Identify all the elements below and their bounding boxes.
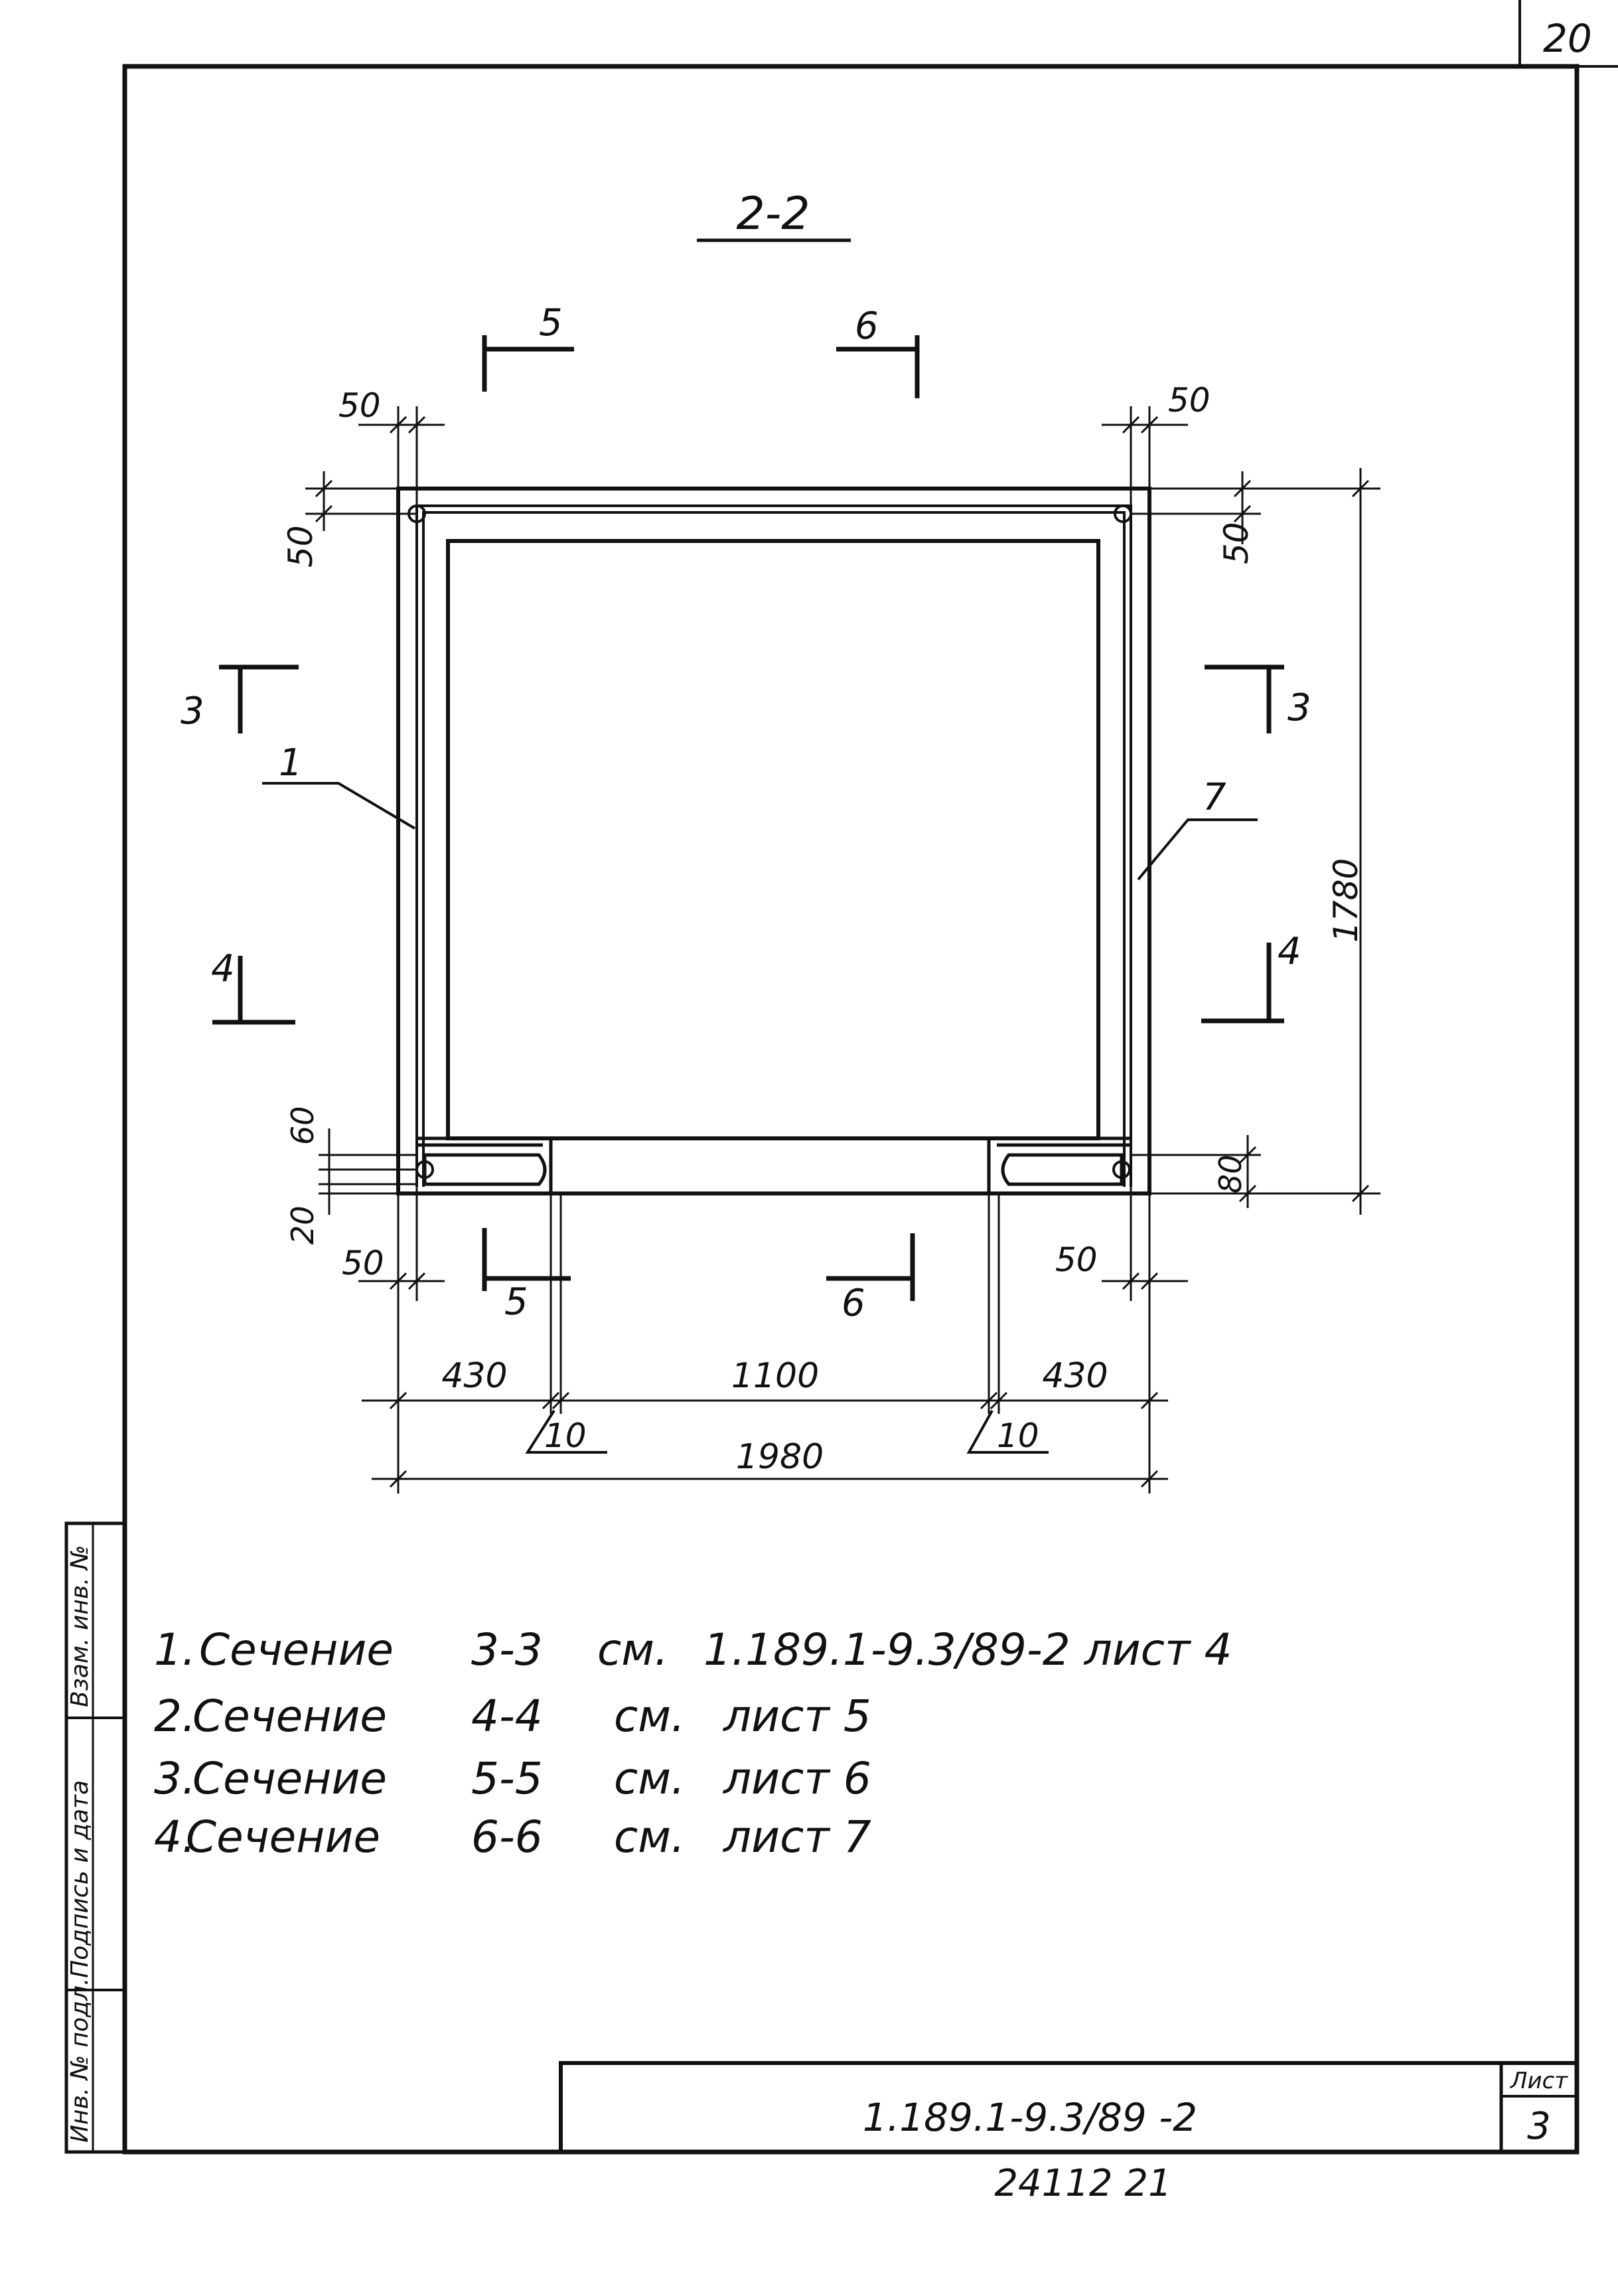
leader-1-label: 1: [279, 741, 303, 785]
cut-mark-6-bottom-label: 6: [842, 1282, 865, 1325]
cut-mark-6-bottom: [826, 1233, 915, 1301]
dim-left-50: 50: [281, 525, 320, 568]
note-4-word: Сечение: [186, 1811, 380, 1863]
notes-list: 1. Сечение 3-3 см. 1.189.1-9.3/89-2 лист…: [154, 1624, 1232, 1863]
note-4-number: 4.: [154, 1811, 196, 1863]
section-title: 2-2: [736, 188, 810, 240]
dim-bottom-right-50-lines: [1102, 1187, 1188, 1301]
dim-right-80-lines: [1131, 1135, 1261, 1208]
bottom-code: 24112 21: [994, 2162, 1171, 2205]
note-4-see: см.: [614, 1811, 685, 1863]
cut-mark-3-right-label: 3: [1287, 686, 1311, 729]
cut-mark-5-bottom-label: 5: [504, 1280, 528, 1324]
dim-width-lines: [372, 1470, 1168, 1488]
dim-right-50: 50: [1217, 522, 1256, 564]
reinforcement-cage: [415, 504, 1132, 1187]
bottom-sill-left: [417, 1136, 553, 1193]
dim-gap-left: 10: [544, 1416, 587, 1455]
dim-right-80: 80: [1213, 1154, 1248, 1193]
dim-top-left-50-lines: [358, 406, 445, 506]
note-1-section: 3-3: [471, 1624, 543, 1675]
cut-mark-4-right: [1201, 943, 1284, 1024]
note-4-ref: лист 7: [722, 1811, 871, 1863]
dim-gap-left-leader: [525, 1409, 607, 1454]
cut-mark-5-top-label: 5: [539, 301, 563, 344]
cut-mark-3-right: [1205, 664, 1284, 733]
section-view: 2-2 5 6 5 6 3 3 4 4: [181, 188, 1380, 1493]
note-3-number: 3.: [154, 1753, 196, 1804]
dim-bottom-right-50: 50: [1055, 1241, 1098, 1279]
sheet-label: Лист: [1509, 2068, 1568, 2094]
note-2: 2. Сечение 4-4 см. лист 5: [154, 1691, 871, 1742]
note-3-section: 5-5: [471, 1753, 543, 1804]
note-2-word: Сечение: [192, 1691, 387, 1742]
leader-7: [1137, 818, 1258, 881]
cut-mark-4-left-label: 4: [211, 947, 235, 990]
note-3-word: Сечение: [192, 1753, 387, 1804]
cut-mark-6-top: [836, 335, 920, 398]
side-stamp-box: [64, 1521, 127, 2154]
dim-overall-height: 1780: [1327, 858, 1365, 943]
dim-seg-right: 430: [1042, 1356, 1108, 1396]
dim-gap-right-leader: [966, 1410, 1049, 1454]
dim-gap-right: 10: [997, 1416, 1039, 1455]
title-block-box: [559, 2061, 1579, 2154]
cut-mark-4-right-label: 4: [1278, 930, 1301, 973]
note-1-number: 1.: [154, 1624, 196, 1675]
dim-left-60-20-lines: [319, 1128, 417, 1215]
sheet-designation: 1.189.1-9.3/89 -2: [863, 2095, 1197, 2140]
sheet-corner-number: 20: [1543, 16, 1592, 61]
note-1-word: Сечение: [199, 1624, 394, 1675]
leader-1: [262, 782, 416, 830]
dim-left-60: 60: [285, 1106, 321, 1145]
dim-left-20: 20: [285, 1205, 321, 1245]
cut-mark-4-left: [212, 956, 295, 1025]
note-2-ref: лист 5: [722, 1691, 871, 1742]
cut-mark-5-top: [482, 335, 574, 392]
dim-top-right-50: 50: [1168, 381, 1211, 420]
side-stamp-replaced-inv: Взам. инв. №: [66, 1545, 94, 1707]
cut-mark-6-top-label: 6: [855, 305, 879, 348]
bottom-sill-right: [987, 1136, 1131, 1193]
note-1-see: см.: [597, 1624, 668, 1675]
corner-bar-bottom-right: [1112, 1160, 1131, 1179]
side-stamp-signature-date: Подпись и дата: [66, 1780, 94, 1978]
dim-segment-lines: [362, 1193, 1168, 1493]
dim-overall-width: 1980: [736, 1437, 824, 1477]
cut-mark-3-left: [219, 664, 299, 733]
dim-bottom-left-50: 50: [342, 1244, 384, 1282]
note-2-number: 2.: [154, 1691, 196, 1742]
dim-height-lines: [1149, 468, 1380, 1215]
dim-left-50-lines: [305, 471, 417, 531]
note-2-see: см.: [614, 1691, 685, 1742]
title-block: 1.189.1-9.3/89 -2 Лист 3 24112 21: [559, 2061, 1579, 2205]
note-2-section: 4-4: [471, 1691, 543, 1742]
leader-7-label: 7: [1203, 776, 1226, 819]
dim-seg-left: 430: [441, 1356, 507, 1396]
inner-opening: [446, 539, 1100, 1140]
note-1-ref: 1.189.1-9.3/89-2 лист 4: [703, 1624, 1232, 1675]
note-3-see: см.: [614, 1753, 685, 1804]
side-stamp: Инв. № подл. Подпись и дата Взам. инв. №: [64, 1521, 127, 2154]
cut-mark-5-bottom: [482, 1228, 571, 1291]
side-stamp-inv-original: Инв. № подл.: [66, 1978, 94, 2143]
dim-top-right-50-lines: [1102, 406, 1188, 506]
note-4-section: 6-6: [471, 1811, 543, 1863]
panel-outer-contour: [396, 487, 1151, 1195]
note-1: 1. Сечение 3-3 см. 1.189.1-9.3/89-2 лист…: [154, 1624, 1232, 1675]
dim-bottom-left-50-lines: [358, 1187, 445, 1301]
dim-seg-middle: 1100: [731, 1356, 819, 1396]
note-3-ref: лист 6: [722, 1753, 871, 1804]
note-3: 3. Сечение 5-5 см. лист 6: [154, 1753, 871, 1804]
note-4: 4. Сечение 6-6 см. лист 7: [154, 1811, 871, 1863]
cut-mark-3-left-label: 3: [181, 690, 204, 733]
dim-top-left-50: 50: [338, 386, 381, 425]
sheet-number: 3: [1527, 2105, 1551, 2148]
